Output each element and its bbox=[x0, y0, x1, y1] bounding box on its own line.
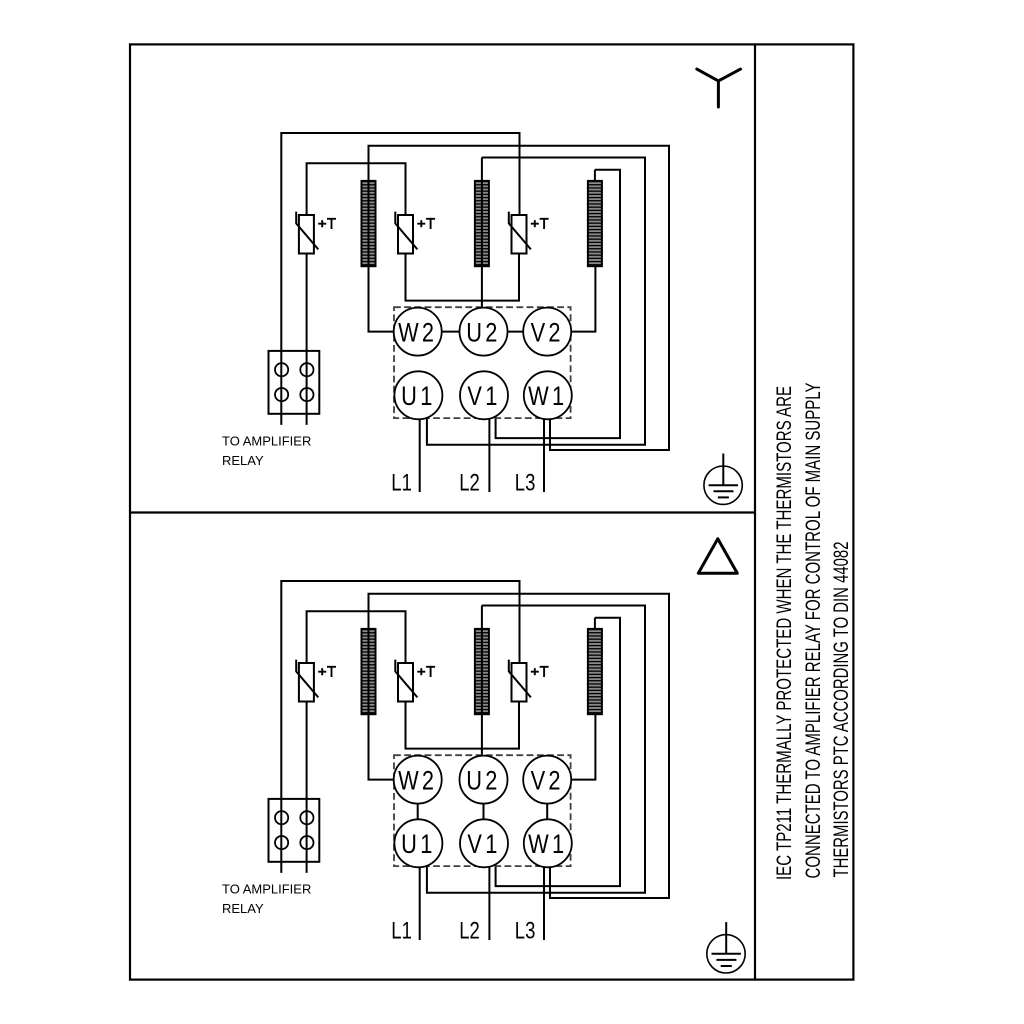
svg-text:THERMISTORS PTC ACCORDING TO D: THERMISTORS PTC ACCORDING TO DIN 44082 bbox=[830, 542, 853, 878]
svg-text:CONNECTED TO AMPLIFIER RELAY F: CONNECTED TO AMPLIFIER RELAY FOR CONTROL… bbox=[802, 383, 825, 879]
svg-text:IEC TP211 THERMALLY PROTECTED: IEC TP211 THERMALLY PROTECTED WHEN THE T… bbox=[773, 386, 796, 880]
